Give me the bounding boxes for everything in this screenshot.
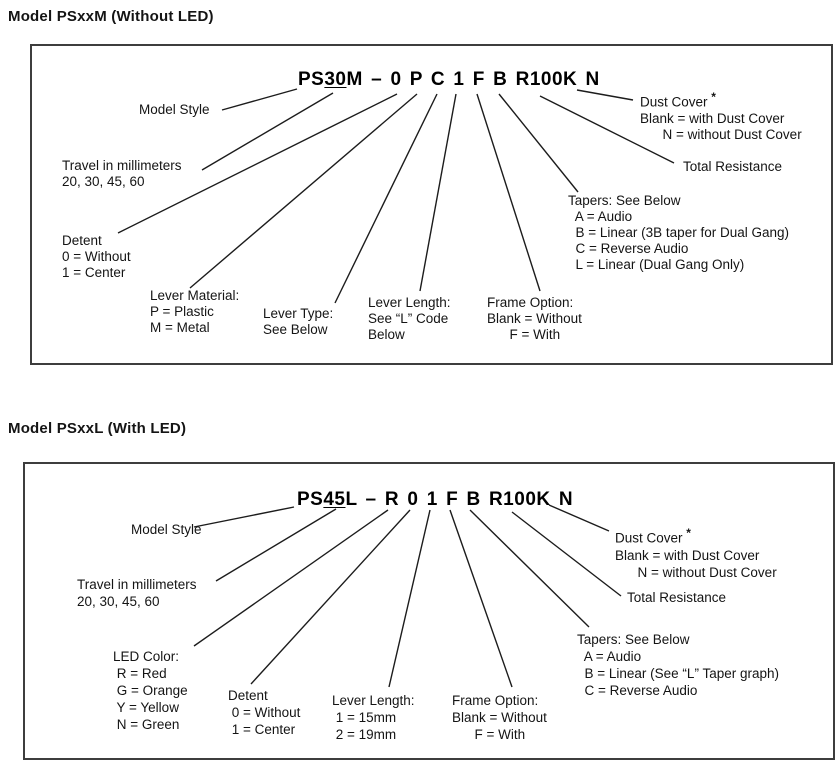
label-dust-cover-options: Blank = with Dust Cover N = without Dust… — [640, 110, 802, 142]
part-number-rest: L – R 0 1 F B R100K N — [345, 489, 574, 510]
label-travel: Travel in millimeters 20, 30, 45, 60 — [62, 158, 182, 189]
diagram1-frame — [30, 44, 833, 365]
line-lever-material — [189, 93, 418, 289]
part-number-psxxl: PS45L – R 0 1 F B R100K N — [297, 489, 573, 511]
label-total-resistance: Total Resistance — [683, 159, 783, 174]
part-number-travel-code: 45 — [323, 489, 346, 510]
line-tapers — [469, 509, 590, 628]
section-title-psxxl: Model PSxxL (With LED) — [8, 420, 187, 437]
label-model-style: Model Style — [131, 522, 202, 537]
line-detent — [250, 509, 411, 685]
label-total-resistance: Total Resistance — [627, 590, 727, 605]
leader-lines-diagram1 — [117, 88, 675, 304]
line-dust-cover — [576, 89, 634, 101]
line-detent — [117, 93, 398, 234]
line-lever-length — [388, 509, 431, 688]
label-dust-cover-options: Blank = with Dust Cover N = without Dust… — [615, 547, 777, 580]
line-total-resistance — [511, 511, 622, 597]
label-dust-cover: Dust Cover * Blank = with Dust Cover N = … — [615, 525, 777, 581]
line-tapers — [498, 93, 579, 193]
part-number-psxxm: PS30M – 0 P C 1 F B R100K N — [298, 69, 600, 91]
line-travel — [215, 508, 337, 582]
label-dust-cover-title: Dust Cover — [640, 94, 712, 110]
line-led-color — [193, 509, 389, 647]
label-lever-length: Lever Length: See “L” Code Below — [368, 295, 451, 342]
label-lever-material: Lever Material: P = Plastic M = Metal — [150, 288, 240, 335]
label-detent: Detent 0 = Without 1 = Center — [62, 233, 131, 280]
label-detent: Detent 0 = Without 1 = Center — [228, 688, 301, 737]
line-frame-option — [449, 509, 513, 688]
label-lever-length: Lever Length: 1 = 15mm 2 = 19mm — [332, 693, 415, 742]
part-number-prefix: PS — [298, 69, 325, 90]
label-led-color: LED Color: R = Red G = Orange Y = Yellow… — [113, 649, 188, 732]
label-dust-cover: Dust Cover * Blank = with Dust Cover N = … — [640, 89, 802, 143]
part-number-travel-code: 30 — [324, 69, 347, 90]
line-lever-type — [334, 93, 438, 304]
asterisk-footnote-mark: * — [686, 526, 691, 540]
section-title-psxxm: Model PSxxM (Without LED) — [8, 8, 214, 25]
line-model-style — [193, 506, 295, 528]
line-total-resistance — [539, 95, 675, 164]
label-frame-option: Frame Option: Blank = Without F = With — [487, 295, 582, 342]
line-dust-cover — [548, 504, 610, 532]
line-travel — [201, 92, 334, 171]
label-frame-option: Frame Option: Blank = Without F = With — [452, 693, 547, 742]
label-dust-cover-title: Dust Cover — [615, 530, 687, 546]
line-model-style — [221, 88, 298, 111]
label-lever-type: Lever Type: See Below — [263, 306, 334, 337]
label-travel: Travel in millimeters 20, 30, 45, 60 — [77, 577, 197, 609]
leader-lines-diagram2 — [193, 504, 622, 688]
label-tapers: Tapers: See Below A = Audio B = Linear (… — [577, 632, 779, 698]
asterisk-footnote-mark: * — [711, 90, 716, 104]
label-tapers: Tapers: See Below A = Audio B = Linear (… — [568, 193, 789, 272]
line-frame-option — [476, 93, 541, 292]
part-number-prefix: PS — [297, 489, 324, 510]
part-number-rest: M – 0 P C 1 F B R100K N — [346, 69, 600, 90]
label-model-style: Model Style — [139, 102, 210, 117]
line-lever-length — [419, 93, 457, 292]
